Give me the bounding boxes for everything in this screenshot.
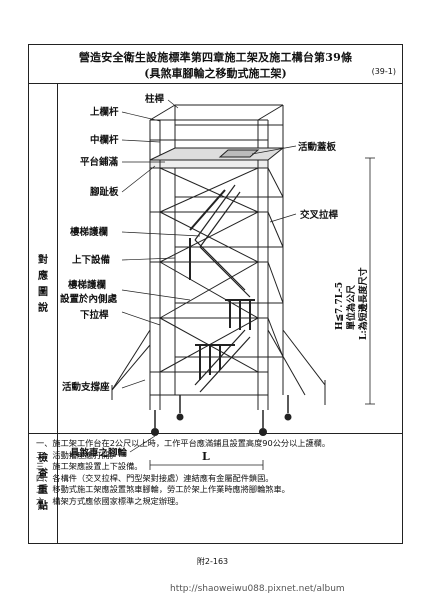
label-height-unit: 單位為公尺 xyxy=(345,285,357,330)
article-code: (39-1) xyxy=(371,67,396,76)
label-hatch: 活動蓋板 xyxy=(298,141,337,153)
note-item: 二、活動擋座應打開。 xyxy=(36,449,118,460)
section-divider xyxy=(29,433,402,434)
label-height-formula: H≦7.7L-5 xyxy=(335,282,345,330)
stair-guard xyxy=(189,189,255,380)
outrigger-left xyxy=(111,329,151,391)
caster-wheels xyxy=(151,413,292,436)
label-bottom-brace: 下拉桿 xyxy=(80,309,109,321)
page-frame: 營造安全衛生設施標準第四章施工架及施工構台第39條 (具煞車腳輪之移動式施工架)… xyxy=(28,44,403,544)
toe-board xyxy=(149,159,269,169)
page-subtitle: (具煞車腳輪之移動式施工架) xyxy=(144,67,287,80)
checkpoint-section-label: 檢 查 重 點 xyxy=(38,453,48,512)
label-post: 柱桿 xyxy=(145,93,165,105)
checkpoint-notes: 一、施工架工作台在2公尺以上時，工作平台應滿鋪且設置高度90公分以上護欄。 二、… xyxy=(36,438,366,507)
label-stair-guard-inner-2: 設置於內側處 xyxy=(60,293,118,305)
label-outrigger: 活動支撐座 xyxy=(62,381,110,393)
column-divider xyxy=(57,83,58,543)
label-cross-brace: 交叉拉桿 xyxy=(300,209,339,221)
label-stair-guard-inner-1: 樓梯護欄 xyxy=(68,279,106,291)
note-item: 三、施工架應設置上下設備。 xyxy=(36,461,143,471)
height-dimension xyxy=(365,157,375,405)
platform xyxy=(149,147,285,161)
label-toe-board: 腳趾板 xyxy=(90,186,119,198)
note-item: 一、施工架工作台在2公尺以上時，工作平台應滿鋪且設置高度90公分以上護欄。 xyxy=(36,438,331,448)
page-title: 營造安全衛生設施標準第四章施工架及施工構台第39條 xyxy=(78,51,353,64)
leader-lines xyxy=(121,99,297,453)
label-platform: 平台鋪滿 xyxy=(80,156,119,168)
hatch xyxy=(218,149,260,158)
label-caster: 具煞車之腳輪 xyxy=(69,447,128,459)
diagram-section-label: 對 應 圖 說 xyxy=(38,255,48,314)
note-item: 四、各構件（交叉拉桿、門型架對接處）連結應有金屬配件鎖固。 xyxy=(36,472,274,483)
outrigger-right xyxy=(267,329,306,396)
width-dimension xyxy=(149,460,264,470)
label-mid-rail: 中欄杆 xyxy=(90,134,119,146)
label-stair-guard: 樓梯護欄 xyxy=(70,226,108,238)
page-number: 附2-163 xyxy=(196,557,229,566)
watermark: http://shaoweiwu088.pixnet.net/album xyxy=(170,584,345,594)
note-item: 五、移動式施工架應設置煞車腳輪，勞工於架上作業時應將腳輪煞車。 xyxy=(36,484,290,494)
label-access: 上下設備 xyxy=(72,254,111,266)
label-width: L xyxy=(202,450,210,463)
label-width-note: L:為短邊長度尺寸 xyxy=(357,267,369,340)
note-item: 六、構架方式應依國家標準之規定辦理。 xyxy=(36,495,184,506)
label-upper-rail: 上欄杆 xyxy=(90,106,119,118)
header-divider xyxy=(29,83,402,84)
